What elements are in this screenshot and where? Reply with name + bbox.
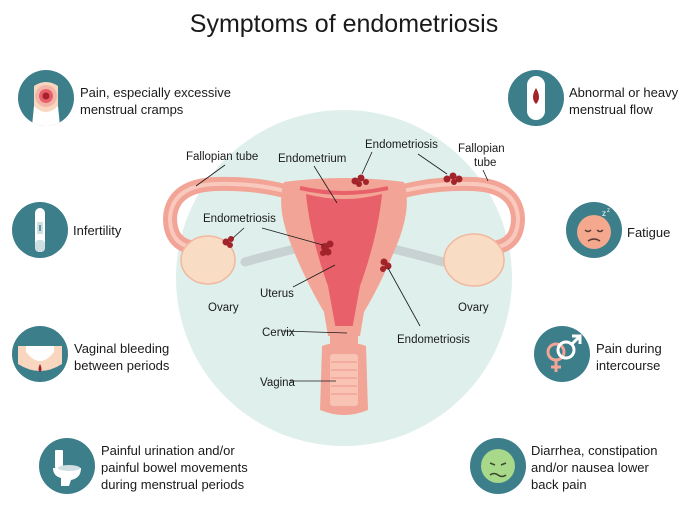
label-cervix: Cervix — [262, 327, 295, 339]
symptom-bleeding-line: between periods — [74, 358, 170, 373]
symptom-urination-line: during menstrual periods — [101, 477, 245, 492]
symptom-urination-line: Painful urination and/or — [101, 443, 235, 458]
right-ovary — [443, 233, 505, 287]
symptom-pain-text: Pain, especially excessive menstrual cra… — [80, 84, 231, 118]
tired-face-icon: z z — [566, 202, 622, 258]
symptom-flow-text: Abnormal or heavy menstrual flow — [569, 84, 678, 118]
vaginal-canal — [330, 354, 358, 406]
symptom-fatigue-text: Fatigue — [627, 224, 670, 241]
left-ovary — [180, 235, 236, 285]
symptom-urination-line: painful bowel movements — [101, 460, 248, 475]
endometriosis-lesion-left-ovary — [222, 236, 234, 248]
toilet-icon — [39, 438, 95, 494]
symptom-flow-line: Abnormal or heavy — [569, 85, 679, 100]
sanitary-pad-icon — [508, 70, 564, 126]
symptom-infertility-text: Infertility — [73, 222, 121, 239]
endometrium-lining — [299, 186, 389, 195]
pregnancy-test-icon — [12, 202, 68, 258]
label-fallopian-tube-left: Fallopian tube — [186, 151, 258, 163]
vaginal-rugae — [331, 361, 357, 395]
endometriosis-lesion-right-tube — [443, 172, 463, 185]
label-ovary-right: Ovary — [458, 302, 489, 314]
label-endometrium: Endometrium — [278, 153, 346, 165]
symptom-digestive-line: back pain — [531, 477, 587, 492]
label-endometriosis-left: Endometriosis — [203, 213, 276, 225]
symptom-bleeding-line: Vaginal bleeding — [74, 341, 170, 356]
endometriosis-lesion-uterus-right — [380, 258, 392, 272]
symptom-fatigue-line: Fatigue — [627, 225, 671, 240]
leader-lines — [195, 151, 489, 382]
label-ovary-left: Ovary — [208, 302, 239, 314]
pelvis-bleeding-icon — [12, 326, 68, 382]
uterine-cavity — [306, 194, 382, 330]
symptom-digestive-line: Diarrhea, constipation — [531, 443, 658, 458]
symptom-bleeding-text: Vaginal bleeding between periods — [74, 340, 169, 374]
label-fallopian-right-line2: tube — [474, 157, 496, 169]
page-title: Symptoms of endometriosis — [189, 10, 499, 38]
svg-text:z: z — [602, 209, 606, 218]
symptom-intercourse-text: Pain during intercourse — [596, 340, 662, 374]
label-uterus: Uterus — [260, 288, 294, 300]
abdomen-pain-icon — [18, 70, 74, 126]
symptom-urination-text: Painful urination and/or painful bowel m… — [101, 442, 248, 493]
nauseous-face-icon — [470, 438, 526, 494]
symptom-infertility-line: Infertility — [73, 223, 122, 238]
symptom-pain-line: menstrual cramps — [80, 102, 184, 117]
left-fallopian-tube — [162, 176, 325, 255]
symptom-intercourse-line: Pain during — [596, 341, 662, 356]
label-fallopian-right-line1: Fallopian — [458, 143, 505, 155]
label-endometriosis-top: Endometriosis — [365, 139, 438, 151]
endometriosis-lesion-top — [351, 174, 369, 187]
symptom-digestive-line: and/or nausea lower — [531, 460, 649, 475]
symptom-digestive-text: Diarrhea, constipation and/or nausea low… — [531, 442, 657, 493]
symptom-intercourse-line: intercourse — [596, 358, 661, 373]
symptom-flow-line: menstrual flow — [569, 102, 653, 117]
gender-symbols-icon — [534, 326, 590, 382]
svg-text:z: z — [607, 208, 610, 214]
label-vagina: Vagina — [260, 377, 296, 389]
label-endometriosis-right: Endometriosis — [397, 334, 470, 346]
right-fallopian-tube — [363, 176, 526, 255]
symptom-pain-line: Pain, especially excessive — [80, 85, 232, 100]
